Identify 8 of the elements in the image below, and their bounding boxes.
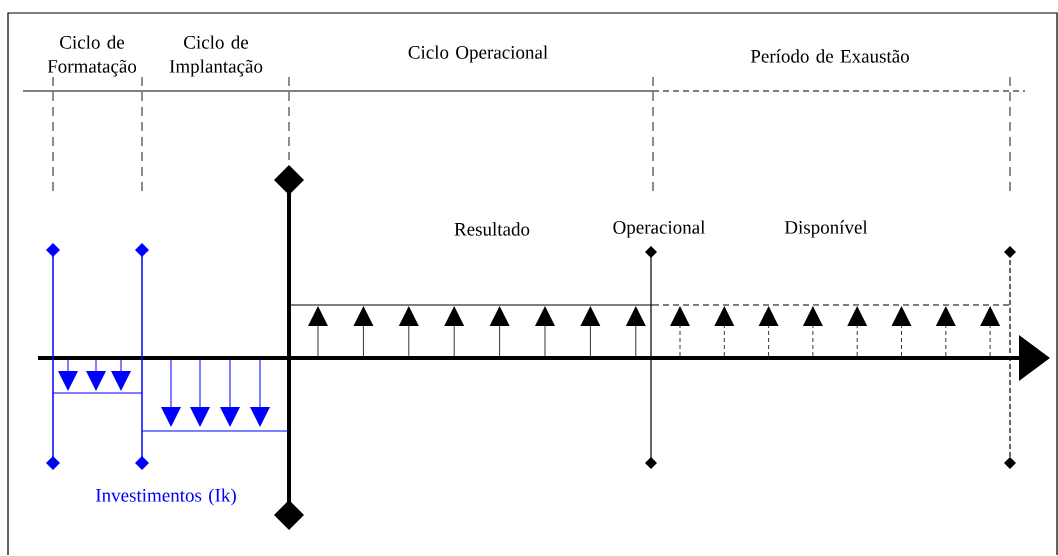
period-label: Ciclo Operacional bbox=[408, 45, 548, 63]
flow-label: Disponível bbox=[784, 220, 868, 238]
period-label: Período de Exaustão bbox=[750, 49, 909, 63]
flow-label: Resultado bbox=[454, 222, 530, 236]
period-label: Ciclo de Implantação bbox=[169, 35, 263, 77]
investment-label: Investimentos (Ik) bbox=[96, 488, 236, 506]
period-label: Ciclo de Formatação bbox=[47, 35, 137, 77]
flow-label: Operacional bbox=[613, 220, 706, 238]
